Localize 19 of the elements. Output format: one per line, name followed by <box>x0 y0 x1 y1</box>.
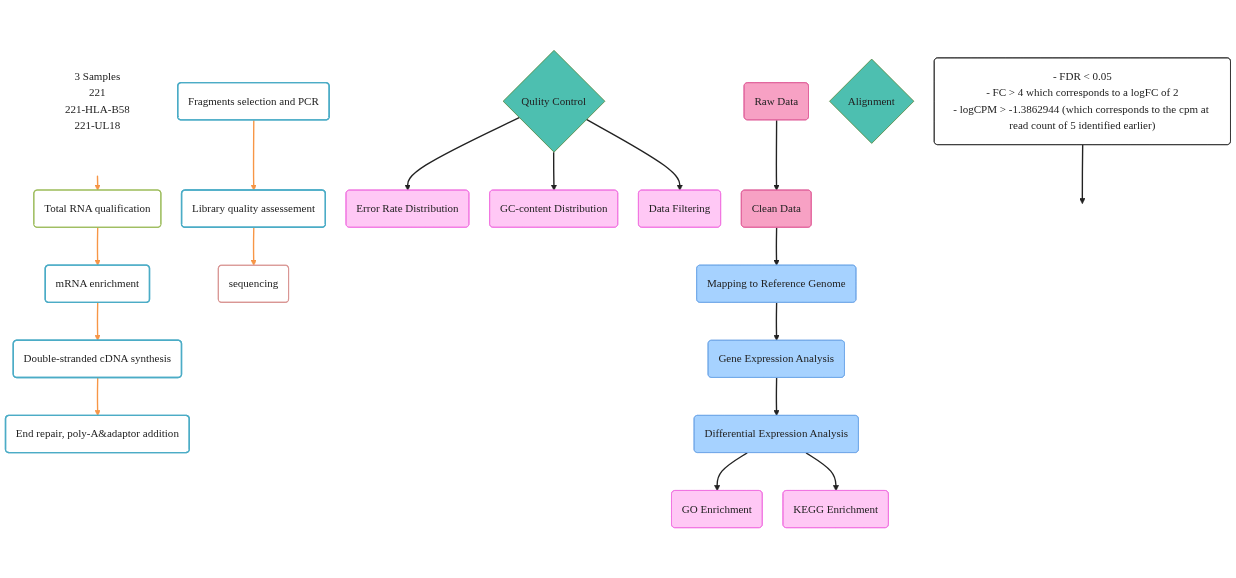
arrow <box>250 119 257 191</box>
arrow <box>94 377 101 416</box>
node-diamond: Alignment <box>829 58 915 144</box>
arrow <box>94 226 101 266</box>
node-text: 3 Samples 221 221-HLA-B58 221-UL18 <box>64 70 130 132</box>
arrow <box>1079 144 1086 205</box>
arrow <box>250 226 257 266</box>
arrow <box>550 151 557 191</box>
arrow <box>94 175 101 191</box>
arrow <box>404 117 520 191</box>
arrow <box>773 226 780 266</box>
arrow <box>773 302 780 341</box>
arrow <box>94 302 101 341</box>
arrow <box>773 377 780 416</box>
node-diamond: Qulity Control <box>502 50 606 153</box>
arrow <box>773 119 780 191</box>
arrow <box>714 452 748 492</box>
arrow <box>585 118 683 191</box>
arrow <box>805 452 839 492</box>
